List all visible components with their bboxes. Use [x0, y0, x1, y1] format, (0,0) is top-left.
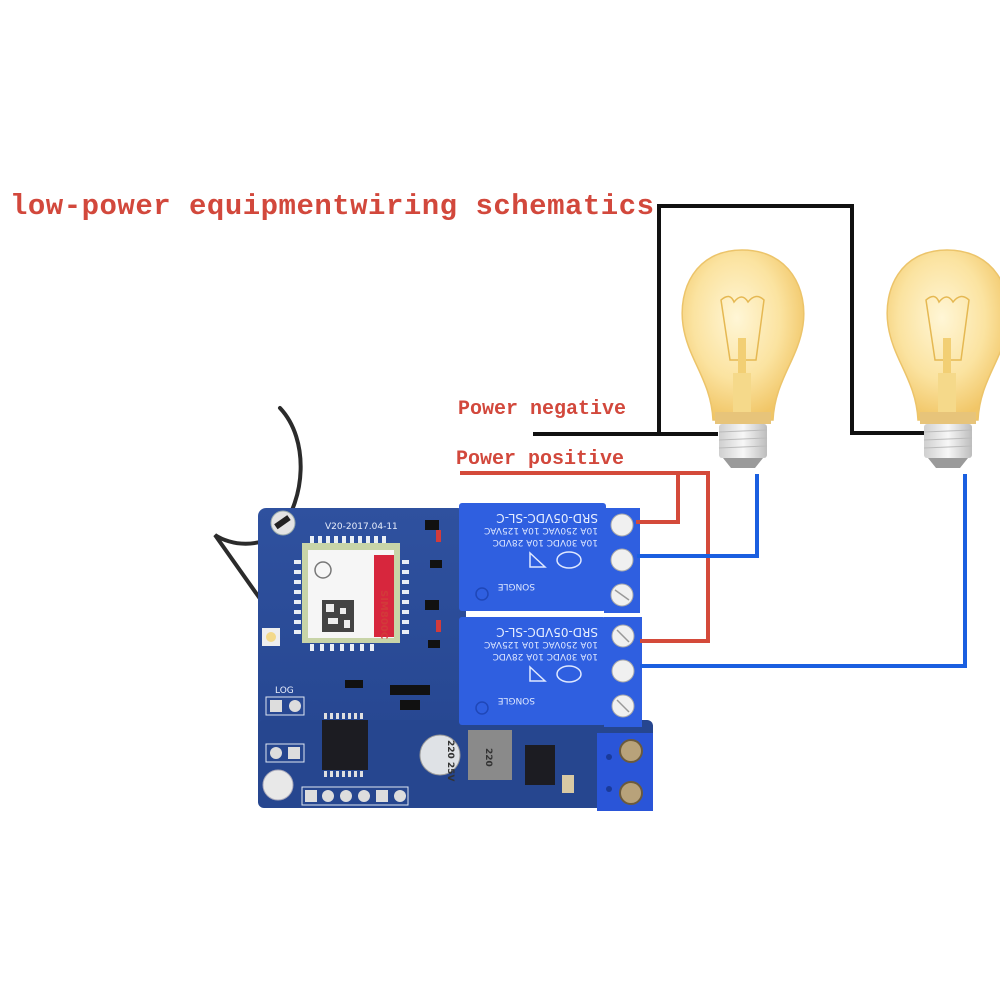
- terminal-screw: [611, 659, 635, 683]
- relay-board: V20-2017.04-11 SIM800C LOG: [258, 508, 653, 811]
- load-wire: [637, 474, 759, 558]
- load-wire: [640, 474, 967, 668]
- negative-wire: [657, 204, 925, 435]
- board-version-text: V20-2017.04-11: [325, 522, 398, 532]
- terminal-screw: [610, 513, 634, 537]
- positive-wire: [640, 473, 710, 643]
- relay-rating: 10A 30VDC 10A 28VDC: [493, 651, 598, 661]
- power-negative-label: Power negative: [458, 398, 627, 421]
- led-label: LOG: [275, 686, 294, 696]
- inductor-label: 220: [483, 748, 493, 767]
- positive-wire: [636, 473, 680, 524]
- relay-brand: SONGLE: [497, 581, 535, 591]
- capacitor-label: 220 25V: [445, 740, 455, 781]
- diagram-title: low-power equipmentwiring schematics: [10, 190, 655, 223]
- relay-2-terminal-block: [604, 617, 642, 727]
- power-terminal-block: [597, 733, 653, 811]
- light-bulb-icon: [886, 249, 1000, 468]
- gsm-module: SIM800C: [302, 543, 400, 643]
- relay-model: SRD-05VDC-SL-C: [496, 625, 598, 639]
- relay-rating: 10A 250VAC 10A 125VAC: [484, 525, 598, 535]
- microcontroller-chip: [322, 720, 368, 770]
- relay-1-terminal-block: [604, 508, 640, 613]
- relay-model: SRD-05VDC-SL-C: [496, 511, 598, 525]
- relay-1: SRD-05VDC-SL-C 10A 250VAC 10A 125VAC 10A…: [459, 503, 606, 611]
- electrolytic-capacitor: 220 25V: [419, 734, 461, 781]
- relay-2: SRD-05VDC-SL-C 10A 250VAC 10A 125VAC 10A…: [459, 617, 606, 725]
- gsm-module-label: SIM800C: [378, 590, 389, 639]
- power-positive-label: Power positive: [456, 448, 625, 471]
- relay-brand: SONGLE: [497, 695, 535, 705]
- mounting-hole: [262, 769, 294, 801]
- relay-rating: 10A 250VAC 10A 125VAC: [484, 639, 598, 649]
- pin-header: [301, 786, 409, 806]
- light-bulb-icon: [681, 249, 805, 468]
- inductor: 220: [468, 730, 512, 780]
- relay-rating: 10A 30VDC 10A 28VDC: [493, 537, 598, 547]
- terminal-screw: [610, 548, 634, 572]
